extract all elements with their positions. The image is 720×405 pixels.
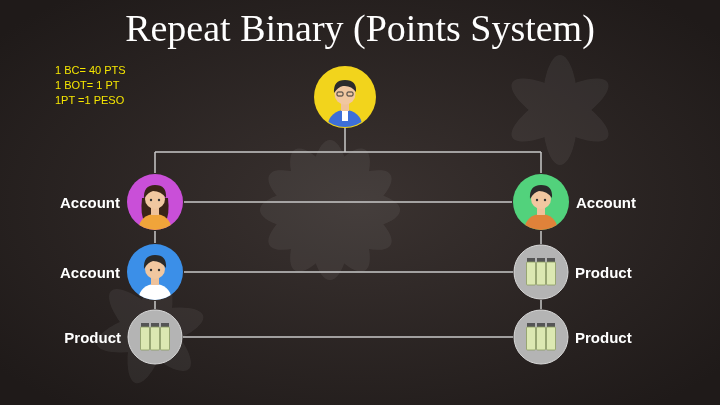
product-icon: [128, 310, 182, 364]
bottle: [141, 327, 150, 350]
account-node: Account: [512, 173, 636, 231]
bottle-cap: [527, 258, 535, 262]
bottle: [161, 327, 170, 350]
avatar-symbol: [512, 173, 570, 231]
account-node: Account: [60, 173, 184, 231]
flower-watermark: [92, 55, 616, 388]
bottle-cap: [537, 258, 545, 262]
bottle: [537, 327, 546, 350]
note-text: 1 BOT= 1 PT: [55, 78, 126, 93]
connector-line: [540, 300, 542, 309]
bottle-cap: [537, 323, 545, 327]
bottle-cap: [527, 323, 535, 327]
connector-line: [154, 231, 156, 243]
connector-line: [184, 271, 513, 273]
bottle-cap: [547, 323, 555, 327]
slide-title: Repeat Binary (Points System): [0, 6, 720, 50]
avatar-eye: [158, 199, 160, 201]
node-label-group: Account: [576, 194, 636, 211]
account-node: Account: [60, 243, 184, 301]
avatar-eye: [150, 269, 152, 271]
product-symbol: [127, 309, 183, 365]
bottle: [527, 327, 536, 350]
avatar-figure: [127, 244, 183, 301]
connector-line: [184, 201, 512, 203]
product-node: Product: [513, 244, 632, 300]
root-avatar: [314, 66, 376, 140]
bottle-cap: [547, 258, 555, 262]
product-circle: [514, 310, 568, 364]
product-node: Product: [513, 309, 632, 365]
product-circle: [128, 310, 182, 364]
bottle-cap: [151, 323, 159, 327]
avatar-symbol: [126, 173, 184, 231]
bottle: [537, 262, 546, 285]
note-text: 1 BC= 40 PTS: [55, 63, 126, 78]
avatar-body: [139, 284, 171, 301]
node-label-group: Product: [64, 329, 121, 346]
avatar-hair: [144, 255, 166, 269]
node-label: Account: [60, 264, 120, 281]
avatar-body: [139, 214, 171, 231]
points-notes: 1 BC= 40 PTS1 BOT= 1 PT1PT =1 PESO: [55, 63, 126, 108]
avatar-hair: [144, 185, 166, 199]
bottle: [151, 327, 160, 350]
note-text: 1PT =1 PESO: [55, 93, 126, 108]
connector-line: [540, 231, 542, 244]
node-label: Product: [575, 264, 632, 281]
bottle: [547, 262, 556, 285]
avatar-body: [525, 214, 557, 231]
avatar-eye: [544, 199, 546, 201]
avatar-eye: [150, 199, 152, 201]
node-label-group: Account: [60, 264, 120, 281]
node-label: Product: [64, 329, 121, 346]
node-label: Account: [576, 194, 636, 211]
product-node: Product: [64, 309, 183, 365]
product-symbol: [513, 244, 569, 300]
connector-line: [154, 301, 156, 309]
avatar-figure: [513, 174, 569, 231]
node-label-group: Account: [60, 194, 120, 211]
bottle-cap: [141, 323, 149, 327]
bottle: [547, 327, 556, 350]
product-icon: [514, 245, 568, 299]
node-label: Account: [60, 194, 120, 211]
node-label-group: Product: [575, 264, 632, 281]
product-circle: [514, 245, 568, 299]
product-icon: [514, 310, 568, 364]
bottle: [527, 262, 536, 285]
avatar-hair: [530, 185, 552, 199]
product-symbol: [513, 309, 569, 365]
tree-lines: [155, 128, 541, 173]
avatar-eye: [158, 269, 160, 271]
node-label: Product: [575, 329, 632, 346]
avatar-figure: [127, 174, 183, 231]
node-label-group: Product: [575, 329, 632, 346]
avatar-symbol: [126, 243, 184, 301]
connector-line: [183, 336, 513, 338]
bottle-cap: [161, 323, 169, 327]
avatar-eye: [536, 199, 538, 201]
